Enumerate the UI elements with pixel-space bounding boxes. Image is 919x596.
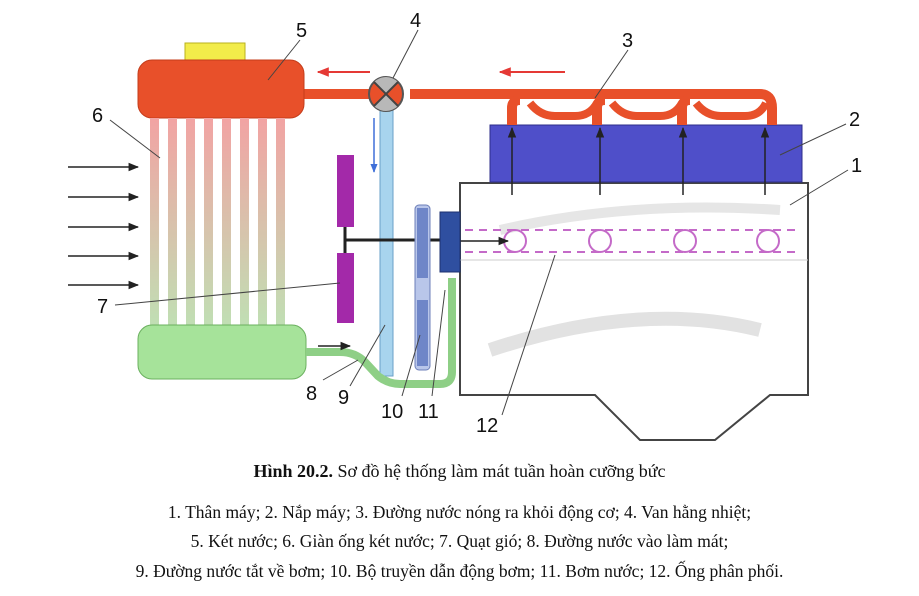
coolant-flow-arrows-up bbox=[507, 126, 770, 195]
label-5: 5 bbox=[296, 20, 307, 42]
air-inflow-arrows bbox=[68, 162, 140, 290]
label-9: 9 bbox=[338, 387, 349, 409]
figure-title: Sơ đồ hệ thống làm mát tuần hoàn cưỡng b… bbox=[333, 461, 666, 481]
coolant-return-pipe bbox=[306, 278, 456, 388]
figure-caption-title: Hình 20.2. Sơ đồ hệ thống làm mát tuần h… bbox=[0, 461, 919, 482]
label-12: 12 bbox=[476, 415, 498, 437]
cylinder-head bbox=[489, 124, 803, 183]
radiator-top-tank bbox=[137, 42, 305, 119]
radiator-bottom-tank bbox=[137, 324, 307, 380]
label-3: 3 bbox=[622, 30, 633, 52]
label-2: 2 bbox=[849, 109, 860, 131]
hot-water-outlet-pipe bbox=[410, 89, 777, 125]
water-pump bbox=[439, 211, 461, 273]
callout-labels: 1 2 3 4 5 6 7 8 9 10 11 12 bbox=[92, 10, 862, 437]
distribution-pipe bbox=[460, 229, 800, 253]
legend-line-1: 1. Thân máy; 2. Nắp máy; 3. Đường nước n… bbox=[167, 502, 752, 522]
engine-block bbox=[459, 182, 809, 441]
label-8: 8 bbox=[306, 383, 317, 405]
legend-line-3: 9. Đường nước tắt về bơm; 10. Bộ truyền … bbox=[135, 561, 784, 581]
label-6: 6 bbox=[92, 105, 103, 127]
label-11: 11 bbox=[418, 401, 439, 423]
leader-lines bbox=[109, 29, 849, 416]
label-7: 7 bbox=[97, 296, 108, 318]
radiator-core-tubes bbox=[150, 118, 285, 330]
label-4: 4 bbox=[410, 10, 421, 32]
figure-number: Hình 20.2. bbox=[253, 461, 334, 481]
cooling-system-diagram: 1 2 3 4 5 6 7 8 9 10 11 12 bbox=[68, 10, 862, 441]
thermostat-valve bbox=[368, 76, 404, 112]
label-1: 1 bbox=[851, 155, 862, 177]
legend-line-2: 5. Két nước; 6. Giàn ống két nước; 7. Qu… bbox=[190, 531, 729, 551]
pump-drive-belt bbox=[414, 204, 431, 371]
label-10: 10 bbox=[381, 401, 403, 423]
